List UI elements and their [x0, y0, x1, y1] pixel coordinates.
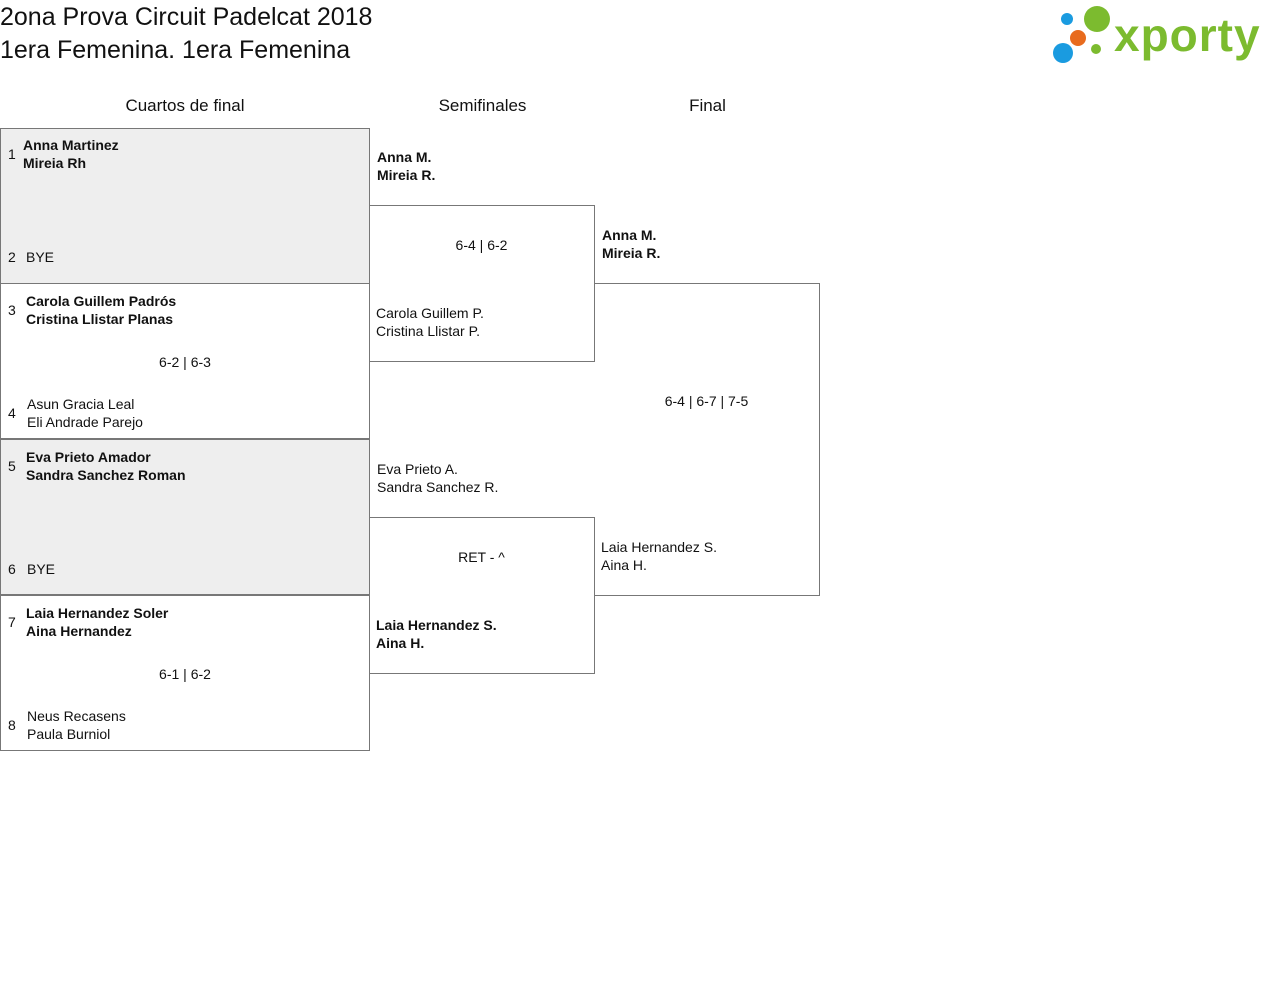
team-names: Laia Hernandez S. Aina H. [376, 616, 497, 652]
player-name: Mireia R. [602, 245, 661, 261]
player-name: Carola Guillem P. [376, 305, 484, 321]
player-name: Neus Recasens [27, 708, 126, 724]
match-score: RET - ^ [458, 549, 505, 565]
match-score: 6-4 | 6-7 | 7-5 [664, 393, 749, 409]
player-name: Anna M. [602, 227, 657, 243]
team-names: BYE [27, 560, 55, 578]
round-header-semifinals: Semifinales [438, 96, 527, 115]
match-score: 6-1 | 6-2 [159, 666, 211, 682]
seed-number: 8 [8, 717, 16, 733]
player-name: Aina H. [376, 635, 425, 651]
player-name: Asun Gracia Leal [27, 396, 135, 412]
player-name: Mireia R. [377, 167, 436, 183]
player-name: Laia Hernandez S. [601, 539, 717, 555]
seed-number: 5 [8, 458, 16, 474]
team-names: Carola Guillem P. Cristina Llistar P. [376, 304, 484, 340]
xporty-logo: xporty [1050, 4, 1278, 68]
quarterfinal-match-3: 5 Eva Prieto Amador Sandra Sanchez Roman… [0, 439, 370, 595]
team-names: Neus Recasens Paula Burniol [27, 707, 126, 743]
player-name: BYE [27, 561, 56, 577]
quarterfinal-match-1: 1 Anna Martinez Mireia Rh 2 BYE [0, 128, 370, 284]
player-name: Aina Hernandez [26, 623, 132, 639]
player-name: Cristina Llistar Planas [26, 311, 174, 327]
team-names: Asun Gracia Leal Eli Andrade Parejo [27, 395, 143, 431]
team-names: Anna Martinez Mireia Rh [23, 136, 119, 172]
seed-number: 1 [8, 146, 16, 162]
category-title: 1era Femenina. 1era Femenina [0, 36, 351, 64]
quarterfinal-match-4: 7 Laia Hernandez Soler Aina Hernandez 6-… [0, 595, 370, 751]
team-names: Laia Hernandez S. Aina H. [601, 538, 717, 574]
semifinal-match-2: RET - ^ Laia Hernandez S. Aina H. [369, 517, 595, 674]
final-top-team: Anna M. Mireia R. [602, 226, 660, 262]
seed-number: 6 [8, 561, 16, 577]
player-name: Mireia Rh [23, 155, 87, 171]
semifinal-2-top-team: Eva Prieto A. Sandra Sanchez R. [377, 460, 498, 496]
player-name: Anna Martinez [23, 137, 119, 153]
match-score: 6-2 | 6-3 [159, 354, 211, 370]
player-name: Cristina Llistar P. [376, 323, 481, 339]
round-header-final: Final [689, 96, 726, 115]
round-header-quarterfinals: Cuartos de final [125, 96, 245, 115]
player-name: Laia Hernandez S. [376, 617, 497, 633]
player-name: Sandra Sanchez R. [377, 479, 499, 495]
player-name: Laia Hernandez Soler [26, 605, 169, 621]
semifinal-match-1: 6-4 | 6-2 Carola Guillem P. Cristina Lli… [369, 205, 595, 362]
seed-number: 7 [8, 614, 16, 630]
quarterfinal-match-2: 3 Carola Guillem Padrós Cristina Llistar… [0, 283, 370, 439]
seed-number: 2 [8, 249, 16, 265]
player-name: Carola Guillem Padrós [26, 293, 177, 309]
team-names: BYE [26, 248, 54, 266]
seed-number: 3 [8, 302, 16, 318]
player-name: Anna M. [377, 149, 432, 165]
tournament-title: 2ona Prova Circuit Padelcat 2018 [0, 3, 373, 31]
team-names: Eva Prieto Amador Sandra Sanchez Roman [26, 448, 186, 484]
player-name: Aina H. [601, 557, 647, 573]
player-name: Sandra Sanchez Roman [26, 467, 186, 483]
player-name: Eli Andrade Parejo [27, 414, 143, 430]
semifinal-1-top-team: Anna M. Mireia R. [377, 148, 435, 184]
match-score: 6-4 | 6-2 [455, 237, 508, 253]
team-names: Carola Guillem Padrós Cristina Llistar P… [26, 292, 176, 328]
logo-text: xporty [1114, 9, 1261, 61]
seed-number: 4 [8, 405, 16, 421]
player-name: BYE [26, 249, 55, 265]
player-name: Eva Prieto A. [377, 461, 458, 477]
final-match: 6-4 | 6-7 | 7-5 Laia Hernandez S. Aina H… [594, 283, 820, 596]
player-name: Paula Burniol [27, 726, 111, 742]
team-names: Laia Hernandez Soler Aina Hernandez [26, 604, 168, 640]
logo-dots-icon [1053, 6, 1110, 63]
player-name: Eva Prieto Amador [26, 449, 151, 465]
